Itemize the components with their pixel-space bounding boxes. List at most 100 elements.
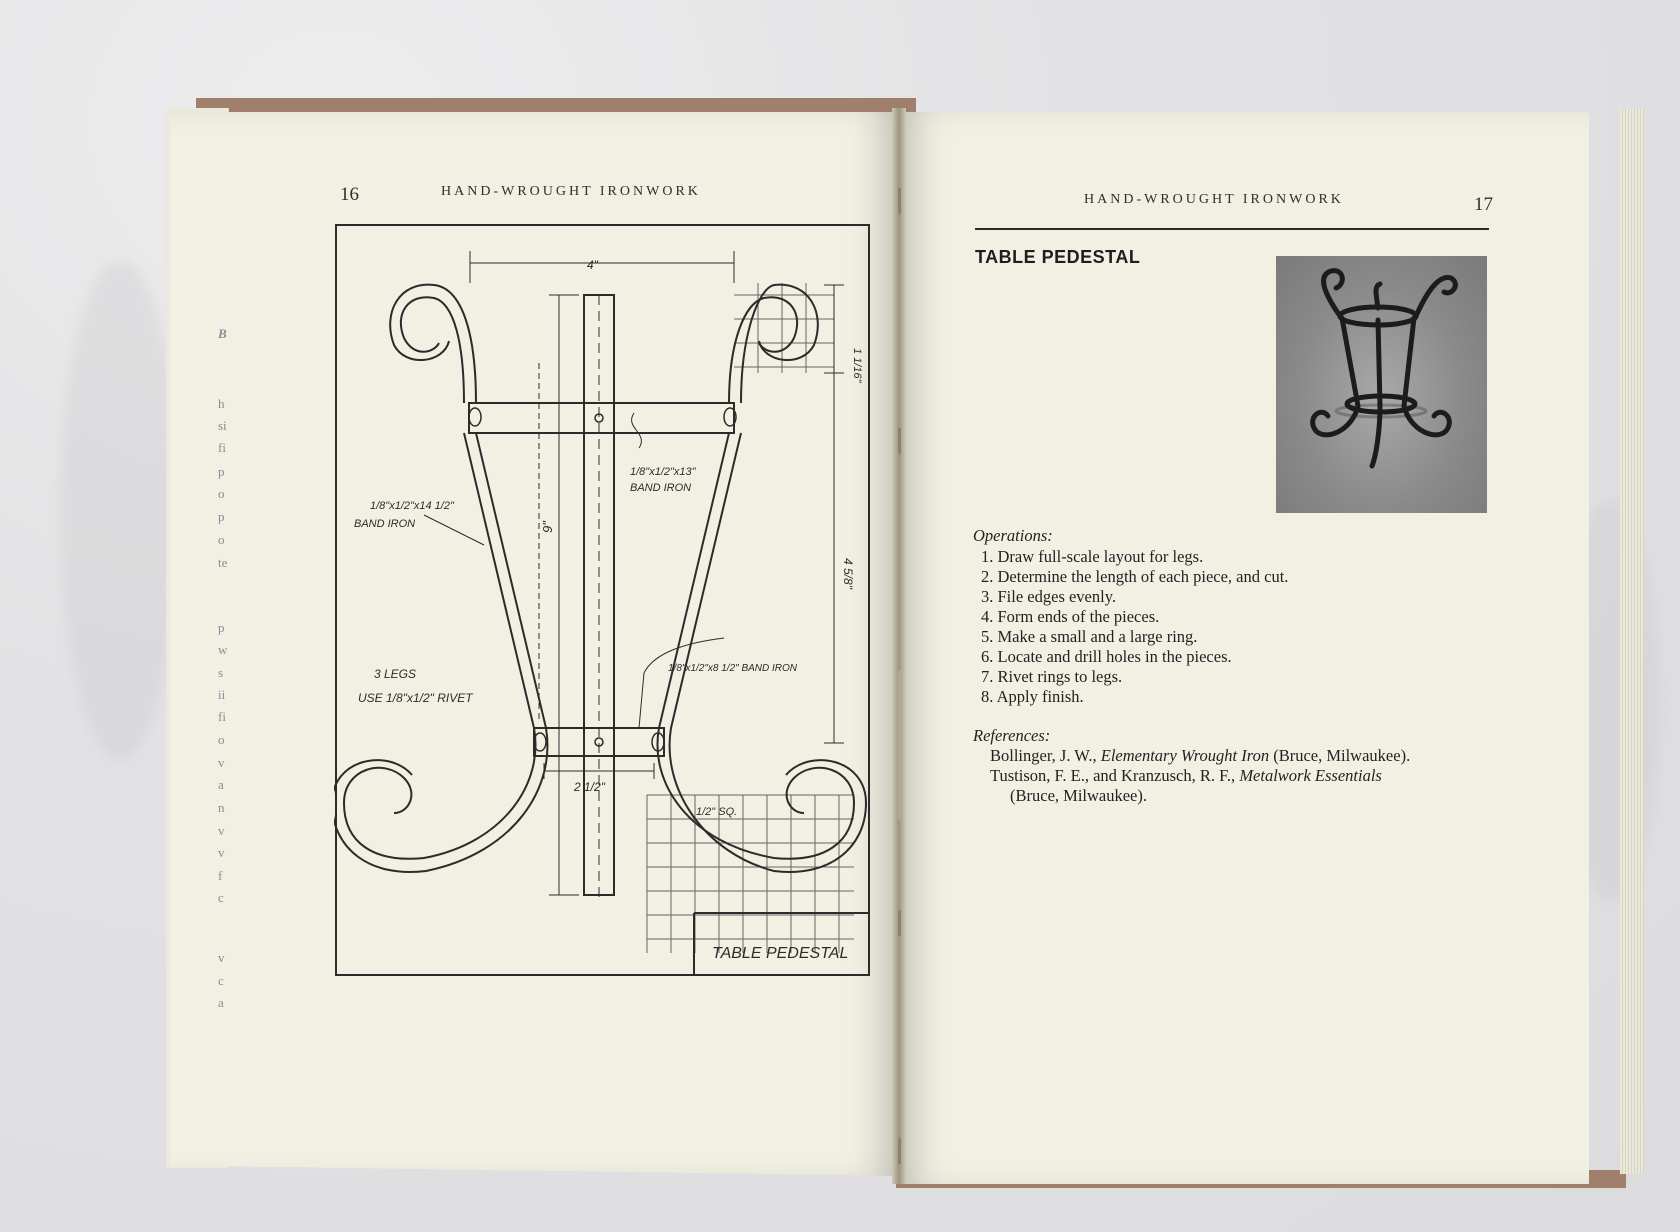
operation-step: 2. Determine the length of each piece, a… [981, 567, 1289, 586]
margin-letter: v [218, 950, 225, 965]
rivet [468, 407, 482, 427]
margin-letter: c [218, 973, 224, 988]
margin-letter: c [218, 890, 224, 905]
dim-curl: 1 1/16" [851, 348, 863, 384]
note-top-band-label: BAND IRON [630, 482, 691, 494]
dim-lower: 2 1/2" [573, 780, 606, 794]
pedestal-photo [1276, 256, 1487, 513]
cloth-fold [60, 260, 180, 760]
running-head-left: HAND-WROUGHT IRONWORK [441, 184, 701, 199]
page-edges [1620, 108, 1644, 1174]
binding-stitch [898, 1138, 901, 1164]
right-leg-outline [668, 432, 868, 873]
pedestal-photo-image [1310, 268, 1458, 469]
leader-lines [423, 412, 725, 729]
dimension-lines [469, 251, 844, 896]
left-leg [342, 432, 537, 860]
page-number-right: 17 [1474, 194, 1493, 215]
reference-publisher: (Bruce, Milwaukee). [1010, 786, 1147, 805]
book-gutter [892, 108, 906, 1184]
right-curl [728, 296, 799, 404]
note-top-band: 1/8"x1/2"x13" [630, 466, 697, 478]
note-rivet: USE 1/8"x1/2" RIVET [358, 691, 474, 705]
note-lower-ring: 1/8"x1/2"x8 1/2" BAND IRON [668, 663, 798, 674]
layout-grid [646, 794, 854, 953]
operation-step: 1. Draw full-scale layout for legs. [981, 547, 1204, 566]
operation-step: 3. File edges evenly. [981, 587, 1117, 606]
binding-stitch [898, 910, 901, 936]
note-leg-band-label: BAND IRON [354, 518, 415, 530]
margin-letter: fi [218, 709, 226, 724]
operations-label: Operations: [973, 526, 1053, 545]
drawing-border [335, 224, 870, 976]
margin-letter: w [218, 642, 228, 657]
right-leg [656, 432, 856, 860]
binding-thread [898, 670, 902, 820]
margin-letter: te [218, 555, 228, 570]
operations-section: Operations: 1. Draw full-scale layout fo… [973, 526, 1493, 707]
binding-stitch [898, 428, 901, 454]
left-leg-outline [334, 432, 549, 873]
open-book [166, 98, 1644, 1188]
left-curl [399, 296, 465, 404]
binding-stitch [898, 188, 901, 214]
book-cover-top [196, 98, 916, 114]
note-legs: 3 LEGS [374, 667, 416, 681]
note-leg-band: 1/8"x1/2"x14 1/2" [370, 500, 455, 512]
left-curl-outline [389, 283, 477, 404]
table-pedestal-drawing: TABLE PEDESTAL 4" 9" 1 1/16" 4 5/8" 2 1/… [334, 224, 870, 976]
reference-entry: Bollinger, J. W., Elementary Wrought Iro… [973, 746, 1493, 766]
margin-letter: p [218, 464, 225, 479]
operation-step: 4. Form ends of the pieces. [981, 607, 1160, 626]
rivet [594, 737, 604, 747]
margin-letter: B [218, 326, 227, 341]
operation-step: 6. Locate and drill holes in the pieces. [981, 647, 1232, 666]
curl-grid [734, 283, 834, 373]
grid-note: 1/2" SQ. [696, 806, 737, 818]
margin-letter: si [218, 418, 227, 433]
reference-work: Metalwork Essentials [1239, 766, 1382, 785]
margin-letter: o [218, 486, 225, 501]
margin-letter: p [218, 620, 225, 635]
rivet [594, 413, 604, 423]
margin-letter: v [218, 845, 225, 860]
drawing-title: TABLE PEDESTAL [712, 945, 848, 962]
reference-entry: Tustison, F. E., and Kranzusch, R. F., M… [973, 766, 1493, 786]
page-title: TABLE PEDESTAL [975, 247, 1141, 267]
reference-author: Tustison, F. E., and Kranzusch, R. F., [990, 766, 1236, 785]
margin-letter: a [218, 995, 224, 1010]
margin-letter: n [218, 800, 225, 815]
reference-author: Bollinger, J. W., [990, 746, 1097, 765]
dim-width: 4" [587, 258, 599, 272]
margin-letter: ii [218, 687, 226, 702]
references-label: References: [973, 726, 1051, 745]
margin-letter: s [218, 665, 224, 680]
title-block-frame [693, 912, 869, 975]
margin-letter: o [218, 532, 225, 547]
margin-letter: o [218, 732, 225, 747]
rivet [723, 407, 737, 427]
header-rule [975, 228, 1489, 230]
page-number-left: 16 [340, 184, 359, 205]
margin-letter: h [218, 396, 225, 411]
operation-step: 7. Rivet rings to legs. [981, 667, 1123, 686]
margin-letter: a [218, 777, 224, 792]
right-curl-outline [740, 283, 819, 404]
operation-step: 8. Apply finish. [981, 687, 1084, 706]
margin-letter: v [218, 823, 225, 838]
margin-letter: v [218, 755, 225, 770]
dim-height: 9" [540, 520, 555, 533]
left-page [170, 112, 898, 1176]
operation-step: 5. Make a small and a large ring. [981, 627, 1198, 646]
dim-side: 4 5/8" [841, 558, 855, 590]
margin-letter: p [218, 509, 225, 524]
reference-publisher: (Bruce, Milwaukee). [1273, 746, 1411, 765]
rivet [533, 732, 547, 752]
margin-letter: f [218, 868, 223, 883]
margin-letter: fi [218, 440, 226, 455]
references-section: References: Bollinger, J. W., Elementary… [973, 726, 1493, 806]
reference-work: Elementary Wrought Iron [1100, 746, 1270, 765]
running-head-right: HAND-WROUGHT IRONWORK [1084, 192, 1344, 207]
operations-list: 1. Draw full-scale layout for legs. 2. D… [973, 547, 1493, 707]
top-ring [468, 402, 735, 434]
